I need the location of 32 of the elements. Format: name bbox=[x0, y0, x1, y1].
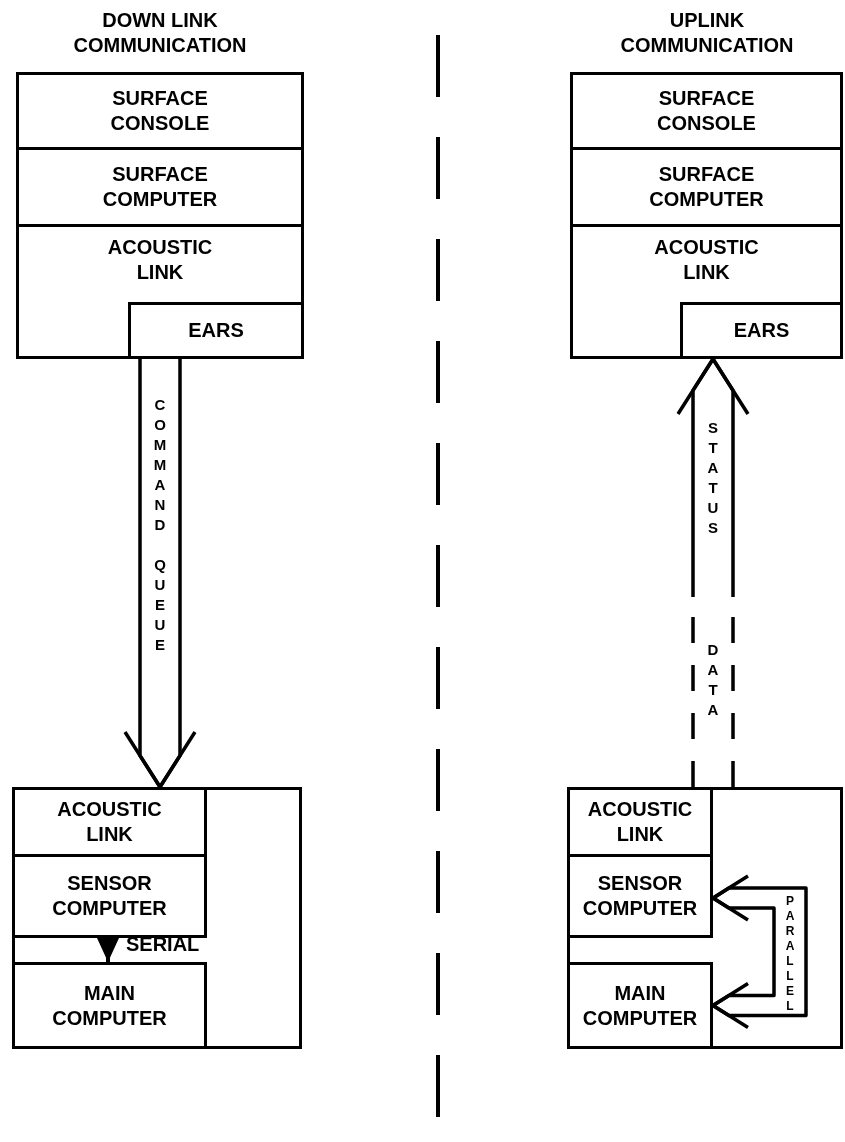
edge-label: STATUS bbox=[706, 418, 720, 538]
unit-frame bbox=[12, 787, 302, 1049]
box-label: ACOUSTIC LINK bbox=[586, 797, 694, 847]
box-label: ACOUSTIC LINK bbox=[106, 235, 214, 285]
process-box bbox=[12, 854, 207, 938]
box-label: SENSOR COMPUTER bbox=[581, 871, 699, 921]
edge-label: COMMAND QUEUE bbox=[152, 395, 168, 655]
edge-label: PARALLEL bbox=[784, 894, 796, 1014]
section-heading: UPLINK COMMUNICATION bbox=[619, 8, 795, 58]
box-label: ACOUSTIC LINK bbox=[653, 235, 760, 285]
box-label: SURFACE COMPUTER bbox=[101, 162, 219, 212]
process-box bbox=[567, 962, 713, 1049]
box-label: EARS bbox=[733, 318, 790, 343]
unit-frame bbox=[567, 787, 843, 1049]
process-box bbox=[680, 302, 843, 359]
box-label: EARS bbox=[188, 318, 244, 343]
parallel-arrow bbox=[711, 874, 808, 1030]
box-label: SENSOR COMPUTER bbox=[51, 871, 168, 921]
box-label: MAIN COMPUTER bbox=[581, 980, 699, 1031]
status-arrow bbox=[676, 357, 750, 789]
data-label: DATA bbox=[706, 640, 720, 720]
command-arrow bbox=[123, 357, 197, 789]
process-box bbox=[567, 854, 713, 938]
box-label: ACOUSTIC LINK bbox=[56, 797, 163, 847]
box-label: SURFACE CONSOLE bbox=[656, 86, 757, 136]
process-box bbox=[12, 962, 207, 1049]
box-label: MAIN COMPUTER bbox=[51, 980, 168, 1031]
box-label: SURFACE COMPUTER bbox=[648, 162, 765, 212]
arrow bbox=[97, 938, 119, 962]
box-label: SURFACE CONSOLE bbox=[109, 86, 211, 136]
section-heading: DOWN LINK COMMUNICATION bbox=[72, 8, 248, 58]
process-box bbox=[128, 302, 304, 359]
